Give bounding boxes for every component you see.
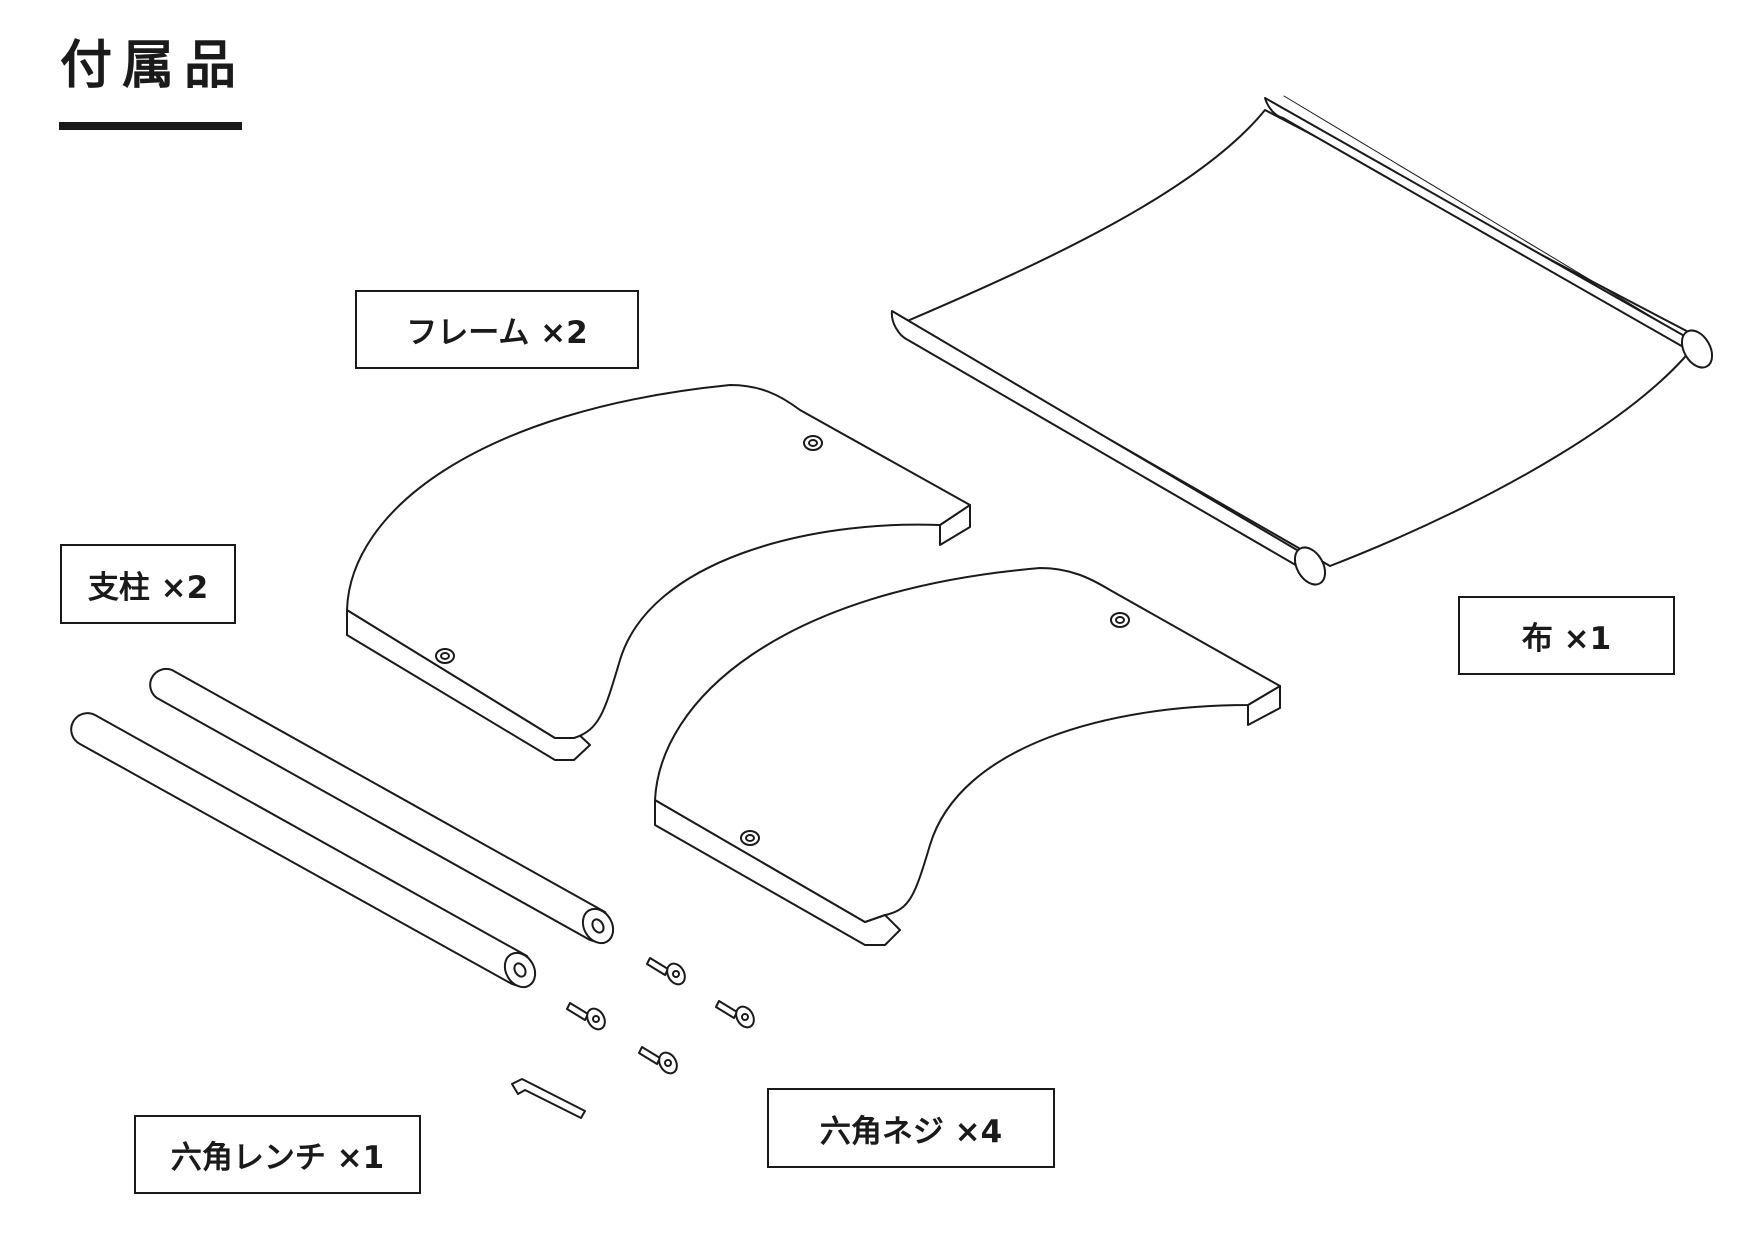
cloth-fold-line bbox=[1283, 95, 1698, 345]
screw-1 bbox=[646, 957, 686, 986]
cloth-part bbox=[890, 95, 1714, 586]
label-screw: 六角ネジ ×4 bbox=[767, 1088, 1055, 1168]
screw-part bbox=[566, 957, 755, 1075]
screw-3 bbox=[566, 1002, 606, 1031]
frame-2-screw-hole-1-inner bbox=[1115, 616, 1125, 624]
frame-part-1 bbox=[346, 384, 971, 761]
label-cloth: 布 ×1 bbox=[1458, 596, 1675, 675]
frame-2-screw-hole-2-inner bbox=[745, 834, 755, 842]
page-title: 付属品 bbox=[60, 36, 247, 96]
screw-4 bbox=[638, 1046, 678, 1075]
hex-wrench bbox=[511, 1078, 586, 1119]
frame-1-top bbox=[346, 384, 971, 739]
screw-2 bbox=[715, 1000, 755, 1029]
pillar-2-end-hole bbox=[513, 962, 527, 978]
frame-2-top bbox=[654, 567, 1281, 923]
pillar-part bbox=[70, 667, 615, 989]
label-frame: フレーム ×2 bbox=[355, 290, 639, 369]
wrench-part bbox=[511, 1078, 586, 1119]
frame-1-screw-hole-2-inner bbox=[440, 652, 450, 660]
label-wrench: 六角レンチ ×1 bbox=[134, 1115, 421, 1194]
cloth-bottom-rod-end bbox=[1293, 546, 1327, 586]
pillar-1-end-hole bbox=[591, 918, 605, 934]
frame-part-2 bbox=[654, 567, 1281, 946]
title-underline bbox=[59, 122, 242, 130]
frame-1-screw-hole-1-inner bbox=[808, 439, 818, 447]
cloth-sheet bbox=[904, 109, 1701, 567]
label-pillar: 支柱 ×2 bbox=[60, 544, 236, 624]
cloth-top-rod-end bbox=[1680, 329, 1714, 369]
